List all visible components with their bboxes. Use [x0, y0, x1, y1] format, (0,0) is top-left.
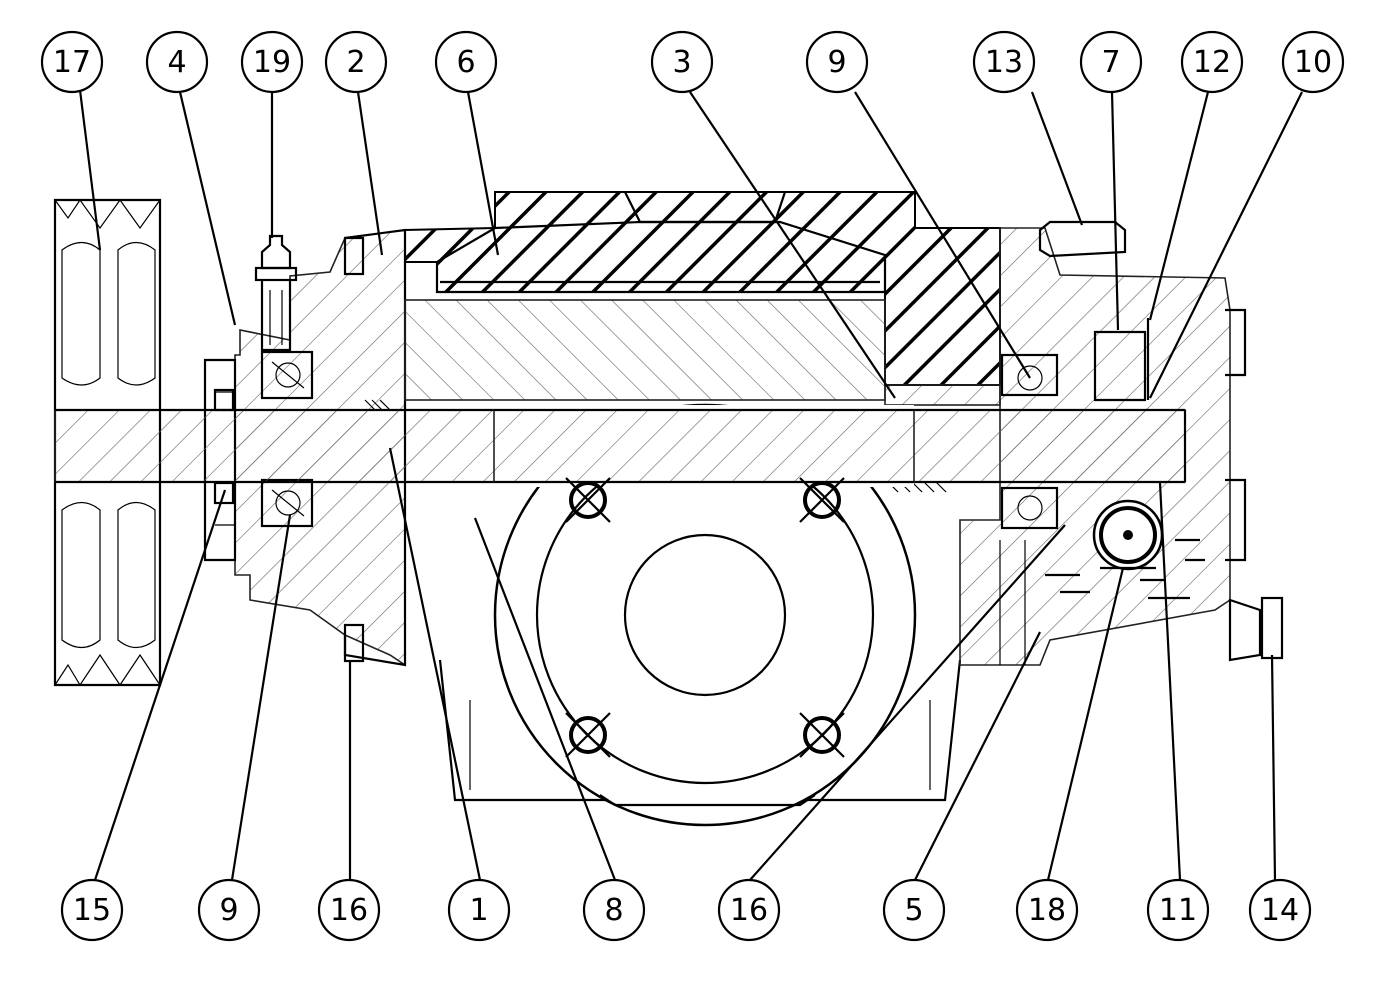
leader-lines — [78, 89, 1303, 881]
callout-number: 10 — [1294, 45, 1332, 80]
worm-wheel — [404, 191, 1001, 386]
callout-9-bottom: 9 — [197, 878, 261, 942]
callout-number: 14 — [1261, 893, 1299, 928]
callout-number: 17 — [53, 45, 91, 80]
wheel-hub — [404, 299, 1001, 406]
callout-number: 8 — [604, 893, 623, 928]
callout-number: 11 — [1159, 893, 1197, 928]
callout-4: 4 — [145, 30, 209, 94]
callout-number: 12 — [1193, 45, 1231, 80]
callout-12: 12 — [1180, 30, 1244, 94]
callout-7: 7 — [1079, 30, 1143, 94]
callout-16-left: 16 — [317, 878, 381, 942]
callout-number: 16 — [330, 893, 368, 928]
callout-3: 3 — [650, 30, 714, 94]
callout-8: 8 — [582, 878, 646, 942]
callout-number: 7 — [1101, 45, 1120, 80]
callout-number: 19 — [253, 45, 291, 80]
callout-14: 14 — [1248, 878, 1312, 942]
callout-number: 6 — [456, 45, 475, 80]
oil-sight-glass — [1045, 499, 1205, 600]
callout-number: 5 — [904, 893, 923, 928]
callout-number: 9 — [219, 893, 238, 928]
callout-number: 9 — [827, 45, 846, 80]
flange-bolts — [565, 477, 845, 758]
callouts-bottom: 15 9 16 1 8 16 5 18 11 14 — [60, 878, 1312, 942]
callout-18: 18 — [1015, 878, 1079, 942]
bolt-symbol — [799, 477, 845, 523]
right-bearing — [1000, 353, 1059, 530]
bolt-symbol — [799, 712, 845, 758]
callout-number: 16 — [730, 893, 768, 928]
callout-17: 17 — [40, 30, 104, 94]
callout-number: 13 — [985, 45, 1023, 80]
callout-2: 2 — [324, 30, 388, 94]
callout-number: 3 — [672, 45, 691, 80]
callout-number: 2 — [346, 45, 365, 80]
callout-number: 1 — [469, 893, 488, 928]
callout-9: 9 — [805, 30, 869, 94]
callout-number: 4 — [167, 45, 186, 80]
bolt-symbol — [565, 477, 611, 523]
callout-number: 15 — [73, 893, 111, 928]
callout-13: 13 — [972, 30, 1036, 94]
callout-19: 19 — [240, 30, 304, 94]
callouts-top: 17 4 19 2 6 3 9 13 7 12 10 — [40, 30, 1345, 94]
callout-number: 18 — [1028, 893, 1066, 928]
callout-16-right: 16 — [717, 878, 781, 942]
callout-1: 1 — [447, 878, 511, 942]
callout-15: 15 — [60, 878, 124, 942]
callout-10: 10 — [1281, 30, 1345, 94]
callout-5: 5 — [882, 878, 946, 942]
grease-fitting — [254, 234, 298, 352]
worm-flange — [493, 403, 917, 827]
callout-11: 11 — [1146, 878, 1210, 942]
callout-6: 6 — [434, 30, 498, 94]
bolt-symbol — [565, 712, 611, 758]
left-bearing — [260, 350, 314, 528]
